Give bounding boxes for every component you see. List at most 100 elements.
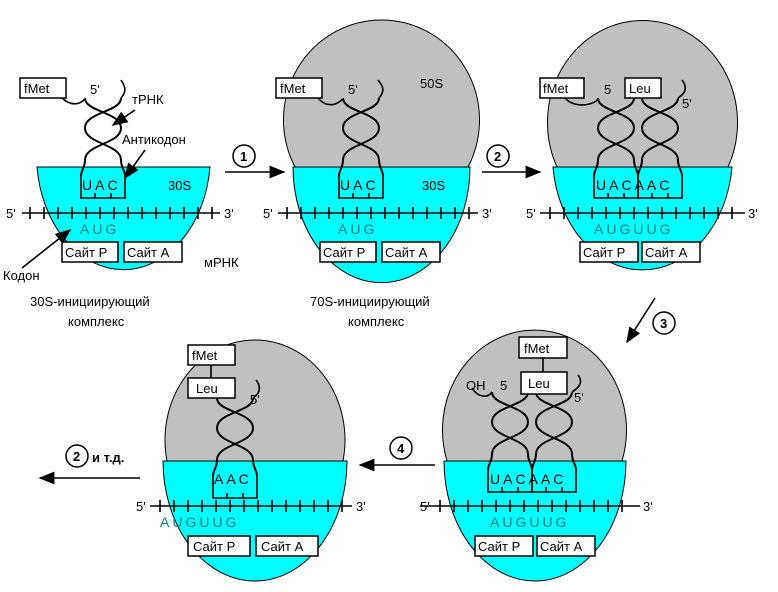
step-4-arrow: 4 [358,436,435,472]
rect-shape [275,77,323,99]
label-site-a: Сайт A [645,245,688,260]
rect-shape [474,535,534,557]
label-aug: AUG [338,221,377,237]
label-fmet: fMet [24,81,50,96]
circle-shape [389,436,413,460]
label-fmet: fMet [524,341,550,356]
label-site-p: Сайт P [583,245,625,260]
label-site-a: Сайт A [385,245,428,260]
label-s2: 2 [494,149,501,164]
panel-leu-trna-bound: fMet Leu 5 5' UACAAC 5' 3' AUGUUG Сайт P… [526,20,758,271]
rect-shape [518,336,568,359]
label-s30: 30S [422,178,445,193]
label-c70-2: комплекс [348,314,405,329]
circle-shape [65,444,89,468]
path-shape [677,79,687,99]
label-auguug: AUGUUG [594,221,673,237]
label-five: 5' [250,392,260,407]
rect-shape [520,371,568,395]
rect-shape [255,535,319,557]
label-five: 5' [526,206,536,221]
rect-shape [641,241,701,263]
panel-peptide-bond-formed: fMet Leu OH 5 5' UACAAC 5' 3' AUGUUG Сай… [420,329,653,582]
rect-shape [536,535,596,557]
path-shape [564,97,599,106]
label-s4: 4 [397,441,405,456]
label-five: 5' [420,499,430,514]
label-uac: UAC [82,177,121,193]
label-three: 3' [356,499,366,514]
circle-shape [232,144,256,168]
label-c30-1: 30S-инициирующий [30,294,150,309]
label-uacaac: UACAAC [596,177,672,193]
panel-translocation: fMet Leu 5' AAC 5' 3' AUGUUG Сайт P Сайт… [136,339,366,582]
path-shape [571,374,582,393]
label-five: 5' [6,206,16,221]
rect-shape [187,535,251,557]
label-site-a: Сайт A [261,539,304,554]
panel-70s-initiation-complex: fMet 5' 50S UAC 30S 5' 3' AUG Сайт P Сай… [263,19,492,329]
step-1-arrow: 1 [225,144,286,179]
label-s2b: 2 [73,449,80,464]
rect-shape [61,241,119,263]
label-fmet: fMet [543,81,569,96]
label-site-p: Сайт P [193,539,235,554]
label-site-a: Сайт A [540,539,583,554]
rect-shape [123,241,183,263]
label-fmet: fMet [280,81,306,96]
label-c30-2: комплекс [68,314,125,329]
label-three: 3' [643,499,653,514]
label-etc: и т.д. [92,450,124,465]
label-fmet: fMet [192,348,218,363]
label-c70-1: 70S-инициирующий [310,294,430,309]
rect-shape [19,77,67,99]
label-three: 3' [482,206,492,221]
path-shape [252,379,261,399]
label-five-short: 5 [604,82,611,97]
label-site-p: Сайт P [478,539,520,554]
label-five: 5' [348,82,358,97]
step-2-arrow: 2 [482,144,542,179]
label-site-p: Сайт P [323,245,365,260]
rect-shape [187,377,236,399]
path-shape [377,79,384,99]
label-s1: 1 [240,149,247,164]
rect-shape [187,344,236,366]
label-aac: AAC [214,471,252,487]
label-five: 5' [682,96,692,111]
path-shape [120,79,126,99]
label-five: 5' [136,499,146,514]
line-shape [21,229,72,269]
label-mrna: мРНК [204,255,239,270]
rect-shape [624,77,662,99]
path-shape [164,339,346,462]
label-three: 3' [224,206,234,221]
label-site-a: Сайт A [127,245,170,260]
rect-shape [539,77,585,99]
line-shape [626,297,656,344]
path-shape [471,387,493,397]
panel-30s-initiation-complex: fMet 5' тРНК Антикодон UAC 30S 5' 3' AUG… [3,77,239,329]
path-shape [442,329,627,462]
label-auguug: AUGUUG [490,514,569,530]
trna-arm [61,97,86,105]
label-three: 3' [748,206,758,221]
label-five: 5' [574,390,584,405]
label-auguug: AUGUUG [160,514,239,530]
rect-shape [579,241,639,263]
line-shape [124,149,146,180]
label-site-p: Сайт P [65,245,107,260]
path-shape [317,97,344,106]
label-leu: Leu [196,381,218,396]
label-anticodon: Антикодон [122,132,186,147]
label-leu: Leu [528,376,550,391]
label-codon: Кодон [3,268,40,283]
label-s50: 50S [420,76,443,91]
label-s30: 30S [168,178,191,193]
rect-shape [381,241,441,263]
label-leu: Leu [629,81,651,96]
rect-shape [319,241,377,263]
label-trna: тРНК [132,92,164,107]
label-five: 5' [263,206,273,221]
